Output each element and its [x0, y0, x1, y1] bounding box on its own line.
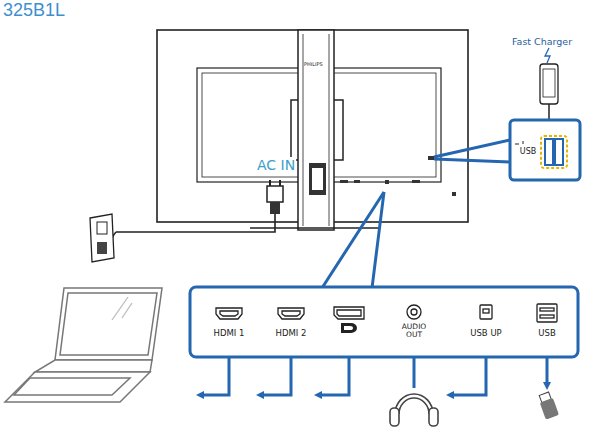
- port-label: USB: [527, 329, 567, 339]
- model-title: 325B1L: [3, 0, 65, 21]
- port-label: USB: [513, 147, 543, 156]
- port-label: HDMI 1: [201, 329, 257, 339]
- port-label: HDMI 2: [263, 329, 319, 339]
- port-label: USB UP: [456, 329, 516, 339]
- charger-label: Fast Charger: [512, 37, 572, 48]
- brand-label: PHILIPS: [304, 62, 323, 68]
- usb-callout-box: USB: [510, 120, 580, 180]
- port-panel: HDMI 1 HDMI 2 AUDIO OUT USB UP USB: [190, 287, 578, 357]
- port-label: AUDIO OUT: [395, 323, 433, 340]
- power-label: AC IN: [256, 157, 296, 173]
